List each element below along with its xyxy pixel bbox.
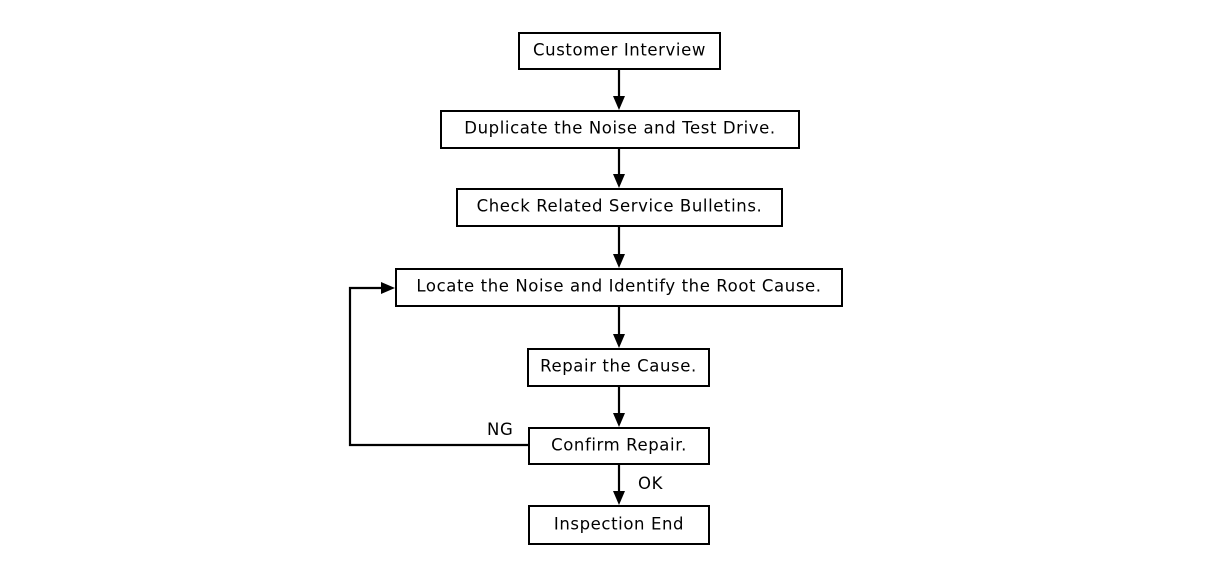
edge-customer-interview-to-duplicate-noise [613,70,625,110]
flow-node-label: Confirm Repair. [551,435,687,455]
flow-node-label: Duplicate the Noise and Test Drive. [464,118,776,138]
flow-node-customer-interview[interactable]: Customer Interview [518,32,721,70]
edge-label-ok: OK [638,474,664,493]
edge-confirm-repair-to-inspection-end [613,465,625,505]
flow-node-inspection-end[interactable]: Inspection End [528,505,710,545]
flow-node-repair-cause[interactable]: Repair the Cause. [527,348,710,387]
flow-node-check-bulletins[interactable]: Check Related Service Bulletins. [456,188,783,227]
flow-node-confirm-repair[interactable]: Confirm Repair. [528,427,710,465]
flow-node-label: Locate the Noise and Identify the Root C… [416,276,822,296]
edge-locate-noise-to-repair-cause [613,307,625,348]
flow-node-label: Check Related Service Bulletins. [476,196,763,216]
flow-node-label: Customer Interview [533,40,706,60]
edge-duplicate-noise-to-check-bulletins [613,149,625,188]
flow-node-label: Inspection End [553,514,685,534]
flow-node-duplicate-noise[interactable]: Duplicate the Noise and Test Drive. [440,110,800,149]
flow-node-locate-noise[interactable]: Locate the Noise and Identify the Root C… [395,268,843,307]
edge-check-bulletins-to-locate-noise [613,227,625,268]
edge-repair-cause-to-confirm-repair [613,387,625,427]
flow-node-label: Repair the Cause. [540,356,697,376]
edge-label-ng: NG [487,420,514,439]
